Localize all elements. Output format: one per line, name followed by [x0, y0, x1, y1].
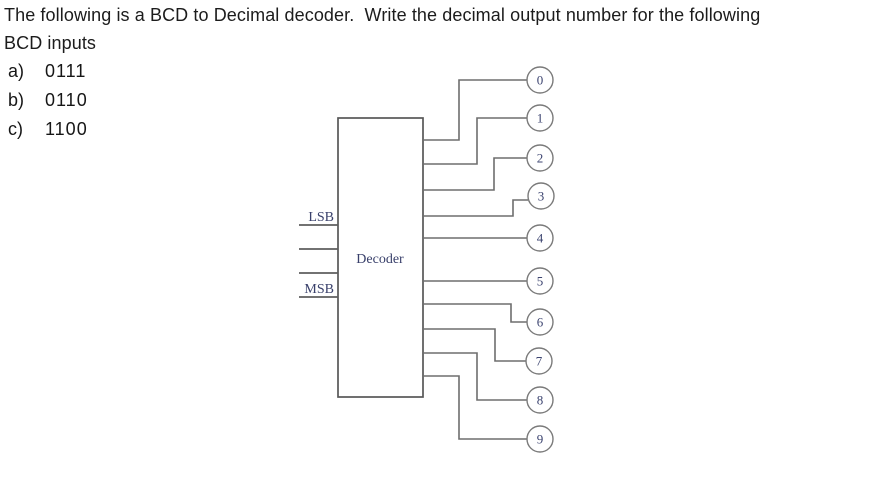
terminal-digit: 1	[537, 111, 544, 126]
terminal-circle	[526, 267, 554, 295]
output-terminal-2: 2	[526, 144, 554, 172]
decoder-box-label: Decoder	[356, 252, 404, 267]
terminal-circle	[526, 224, 554, 252]
item-label: a)	[8, 61, 25, 81]
terminal-circle	[526, 66, 554, 94]
item-value: 0111	[45, 61, 87, 81]
terminal-circle	[526, 308, 554, 336]
item-value: 1100	[45, 119, 88, 139]
wire-output-7	[423, 328, 527, 362]
terminal-circle	[527, 182, 555, 210]
question-line-2: BCD inputs	[4, 33, 97, 53]
output-terminal-4: 4	[526, 224, 554, 252]
terminal-circle	[526, 386, 554, 414]
output-terminal-1: 1	[526, 104, 554, 132]
wire-output-6	[423, 303, 527, 323]
wire-output-2	[423, 157, 527, 191]
decoder-box	[337, 117, 424, 398]
bcd-inputs-list: a) 0111 b) 0110 c) 1100	[8, 57, 88, 144]
terminal-circle	[526, 425, 554, 453]
terminal-digit: 8	[537, 393, 544, 408]
question-line-1: The following is a BCD to Decimal decode…	[4, 5, 761, 25]
terminal-digit: 7	[536, 354, 543, 369]
item-label: b)	[8, 90, 25, 110]
output-terminal-7: 7	[525, 347, 553, 375]
terminal-digit: 6	[537, 315, 544, 330]
output-terminal-6: 6	[526, 308, 554, 336]
wire-output-0	[423, 79, 527, 141]
terminal-digit: 5	[537, 274, 544, 289]
terminal-digit: 9	[537, 432, 544, 447]
wire-output-9	[423, 375, 527, 440]
terminal-digit: 3	[538, 189, 545, 204]
item-value: 0110	[45, 90, 88, 110]
terminal-circle	[526, 104, 554, 132]
output-terminal-9: 9	[526, 425, 554, 453]
wire-output-8	[423, 352, 527, 401]
terminal-digit: 4	[537, 231, 544, 246]
output-terminal-3: 3	[527, 182, 555, 210]
output-terminal-8: 8	[526, 386, 554, 414]
bcd-input-item-a: a) 0111	[8, 57, 88, 86]
wire-output-1	[423, 117, 527, 165]
output-terminal-5: 5	[526, 267, 554, 295]
lsb-label: LSB	[308, 210, 334, 225]
msb-label: MSB	[304, 282, 334, 297]
terminal-digit: 0	[537, 73, 544, 88]
terminal-digit: 2	[537, 151, 544, 166]
bcd-input-item-b: b) 0110	[8, 86, 88, 115]
question-text: The following is a BCD to Decimal decode…	[4, 1, 893, 57]
terminal-circle	[525, 347, 553, 375]
output-terminal-0: 0	[526, 66, 554, 94]
terminal-circle	[526, 144, 554, 172]
bcd-input-item-c: c) 1100	[8, 115, 88, 144]
item-label: c)	[8, 119, 23, 139]
wire-output-3	[423, 199, 528, 217]
